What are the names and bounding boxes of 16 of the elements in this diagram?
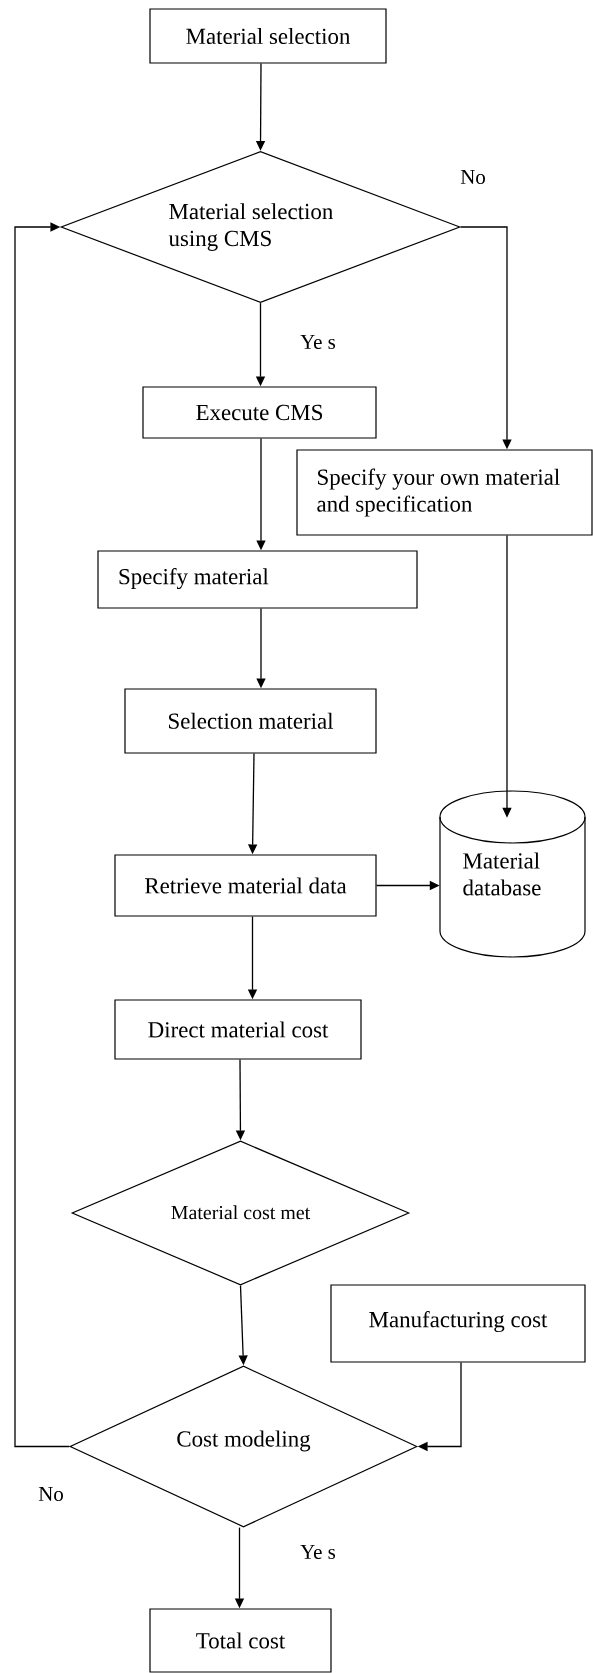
process-box: Direct material cost <box>114 999 362 1060</box>
process-box: Selection material <box>124 688 377 754</box>
process-box: Retrieve material data <box>114 854 377 917</box>
database-cylinder: Material database <box>439 790 586 958</box>
process-box: Specify material <box>97 550 418 609</box>
process-box: Manufacturing cost <box>330 1284 586 1363</box>
node-label: Material database <box>463 852 541 896</box>
edge-label: No <box>459 169 487 185</box>
process-box: Total cost <box>149 1608 332 1673</box>
edge-label: No <box>37 1486 65 1502</box>
process-box: Execute CMS <box>142 386 377 439</box>
edge-label: Ye s <box>299 334 337 350</box>
arrow <box>14 222 71 1448</box>
process-box: Specify your own material and specification <box>296 449 593 536</box>
edge-label: Ye s <box>299 1544 337 1560</box>
process-box: Material selection <box>149 8 387 64</box>
